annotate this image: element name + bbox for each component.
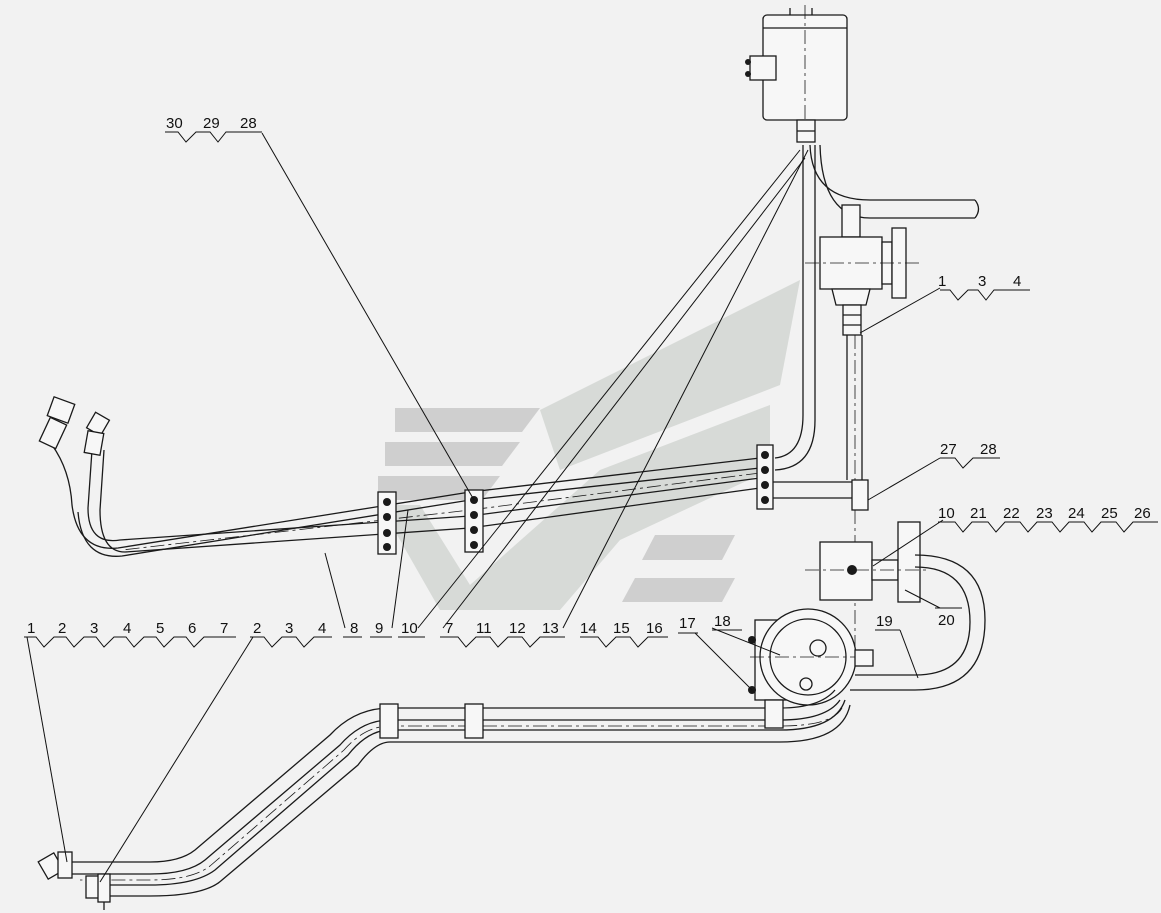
callout-14-15-16: 14 15 16 — [580, 620, 668, 648]
callout-30-29-28: 30 29 28 — [165, 115, 262, 143]
callout-1-3-4-label-0: 1 — [938, 273, 946, 290]
callout-10-26-label-0: 10 — [938, 505, 955, 522]
callout-10-26: 10 21 22 23 24 25 26 — [938, 505, 1158, 533]
hose-fittings-upper-left — [38, 396, 111, 456]
watermark-logo — [378, 280, 800, 610]
callout-1-7-label-2: 3 — [90, 620, 98, 637]
callout-7-11-12-13-label-2: 12 — [509, 620, 526, 637]
cross-bracket — [770, 479, 869, 511]
callout-1-3-4-label-2: 4 — [1013, 273, 1021, 290]
callout-1-3-4: 1 3 4 — [938, 273, 1030, 301]
callout-8-label: 8 — [350, 620, 358, 637]
callout-9-label: 9 — [375, 620, 383, 637]
callout-19-label: 19 — [876, 613, 893, 630]
callout-14-15-16-label-0: 14 — [580, 620, 597, 637]
pump — [805, 204, 920, 650]
callout-27-28-label-0: 27 — [940, 441, 957, 458]
callout-10-26-label-6: 26 — [1134, 505, 1151, 522]
callout-2-3-4: 2 3 4 — [250, 620, 332, 648]
round-filter — [748, 608, 874, 706]
callout-1-7-label-4: 5 — [156, 620, 164, 637]
callout-30-29-28-label-1: 29 — [203, 115, 220, 132]
callout-18: 18 — [712, 613, 742, 631]
callout-18-label: 18 — [714, 613, 731, 630]
callout-30-29-28-label-2: 28 — [240, 115, 257, 132]
callout-30-29-28-label-0: 30 — [166, 115, 183, 132]
callout-27-28: 27 28 — [940, 441, 1000, 469]
callout-7-11-12-13-label-1: 11 — [476, 620, 492, 637]
callout-14-15-16-label-1: 15 — [613, 620, 630, 637]
callout-1-7-label-5: 6 — [188, 620, 196, 637]
callout-10-26-label-3: 23 — [1036, 505, 1053, 522]
callout-10-26-label-4: 24 — [1068, 505, 1085, 522]
callout-1-7-label-1: 2 — [58, 620, 66, 637]
tank-outlet-pipes — [774, 144, 980, 471]
callout-10-26-label-2: 22 — [1003, 505, 1020, 522]
callout-1-7-label-6: 7 — [220, 620, 228, 637]
callout-1-7-label-3: 4 — [123, 620, 131, 637]
hose-fittings-lower-left — [37, 851, 111, 910]
callout-17-label: 17 — [679, 615, 696, 632]
callout-1-7: 1 2 3 4 5 6 7 — [24, 620, 236, 648]
callout-19: 19 — [875, 613, 900, 631]
oil-tank — [745, 5, 848, 143]
pipe-bundle-upper — [51, 444, 774, 557]
callout-17: 17 — [678, 615, 698, 634]
callout-2-3-4-label-0: 2 — [253, 620, 261, 637]
callout-2-3-4-label-1: 3 — [285, 620, 293, 637]
callout-1-7-label-0: 1 — [27, 620, 35, 637]
leader-lines — [26, 132, 944, 883]
callout-7-11-12-13: 7 11 12 13 — [440, 620, 565, 648]
callout-7-11-12-13-label-3: 13 — [542, 620, 559, 637]
callout-7-11-12-13-label-0: 7 — [445, 620, 453, 637]
callout-9: 9 — [370, 620, 392, 638]
callout-20-label: 20 — [938, 612, 955, 629]
callout-10-26-label-5: 25 — [1101, 505, 1118, 522]
callout-20: 20 — [935, 607, 962, 629]
callout-1-3-4-label-1: 3 — [978, 273, 986, 290]
callout-10: 10 — [398, 620, 425, 638]
callout-27-28-label-1: 28 — [980, 441, 997, 458]
pipe-run-lower — [60, 689, 851, 897]
callout-10-26-label-1: 21 — [970, 505, 987, 522]
valve-block-right — [805, 521, 986, 691]
callout-10-label: 10 — [401, 620, 418, 637]
callout-8: 8 — [343, 620, 362, 638]
callout-14-15-16-label-2: 16 — [646, 620, 663, 637]
callout-2-3-4-label-2: 4 — [318, 620, 326, 637]
